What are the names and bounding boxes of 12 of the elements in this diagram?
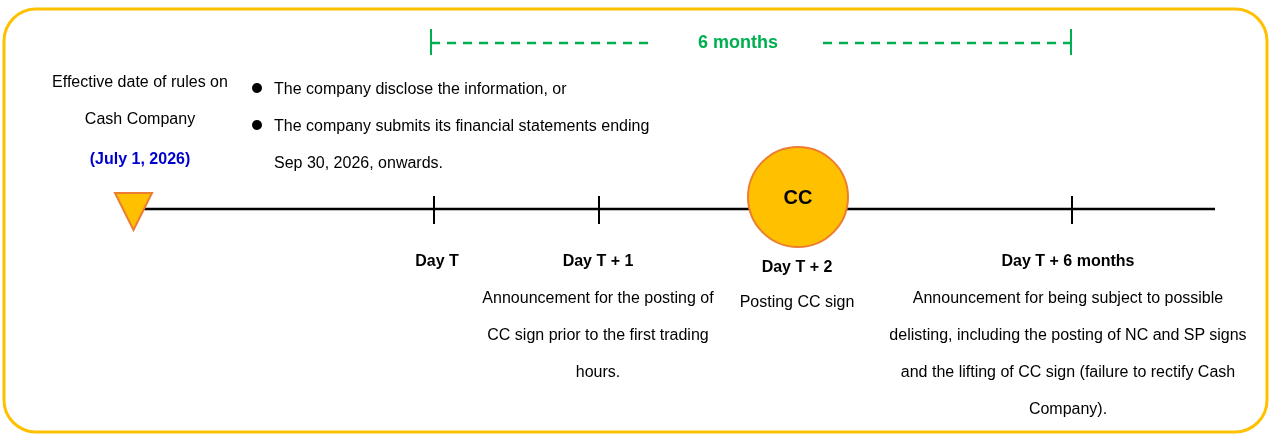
- day-label: Day T: [414, 251, 460, 271]
- day-label: Day T + 2: [760, 257, 834, 277]
- sign-circle: CC: [747, 146, 849, 248]
- bullet-item: The company submits its financial statements ending Sep 30, 2026, onwards.: [250, 107, 674, 181]
- day-label: Day T + 6 months: [1000, 251, 1136, 271]
- date-label: (July 1, 2026): [88, 149, 192, 169]
- event-description: Posting CC sign: [738, 292, 856, 312]
- start-note: Effective date of rules on Cash Company: [51, 72, 229, 129]
- day-label: Day T + 1: [561, 251, 635, 271]
- bullet-item: The company disclose the information, or: [250, 70, 674, 107]
- event-description: Announcement for being subject to possible delisting, including the posting of NC and SP signs and the lifting of CC sign (failure to rectify Cash Company).: [888, 288, 1248, 419]
- event-description: Announcement for the posting of CC sign prior to the first trading hours.: [481, 288, 715, 382]
